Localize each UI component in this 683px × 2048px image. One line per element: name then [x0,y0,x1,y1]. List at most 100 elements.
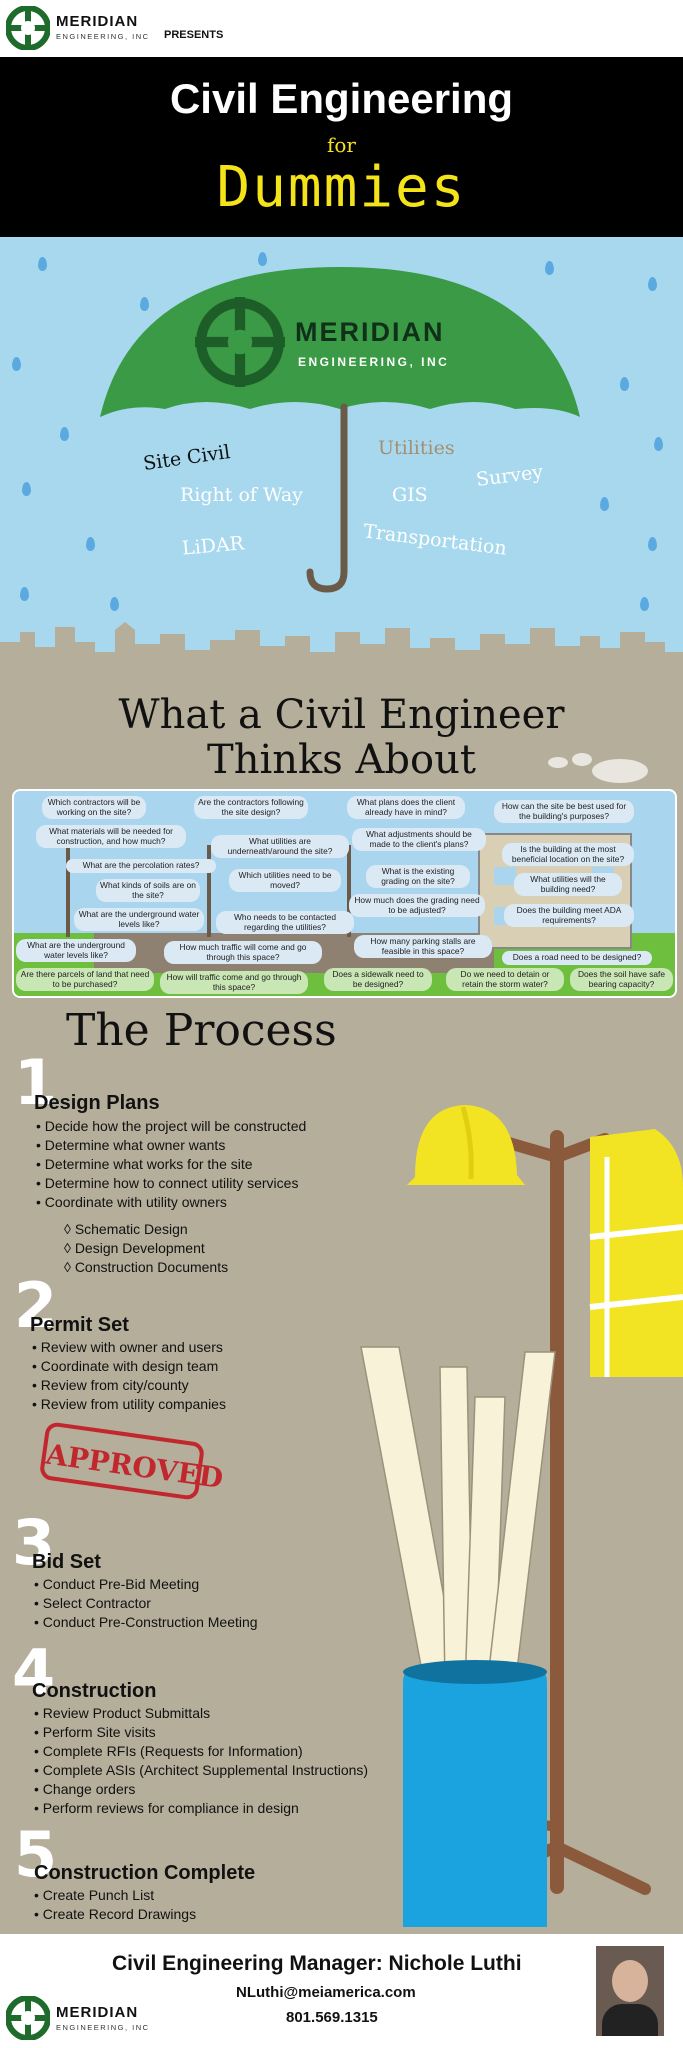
thinks-title-line2: Thinks About [207,737,476,783]
step-2-item: Review with owner and users [32,1338,226,1357]
contact-photo [596,1946,664,2036]
raindrop [22,482,31,496]
meridian-logo-icon [6,6,50,50]
diagram-pole [207,845,211,937]
step-1-item: Determine how to connect utility service… [36,1174,306,1193]
raindrop [545,261,554,275]
raindrop [20,587,29,601]
raindrop [648,277,657,291]
step-2-item: Review from utility companies [32,1395,226,1414]
step-5-item: Create Punch List [34,1886,196,1905]
ground-section: What a Civil Engineer Thinks About Which… [0,667,683,1934]
meridian-logo-icon [6,1996,50,2040]
footer-logo[interactable]: MERIDIAN ENGINEERING, INC [6,1996,166,2042]
question-bubble: Who needs to be contacted regarding the … [216,911,354,934]
step-1-title: Design Plans [34,1092,160,1114]
question-bubble: What are the underground water levels li… [16,939,136,962]
raindrop [38,257,47,271]
question-bubble: How much traffic will come and go throug… [164,941,322,964]
question-bubble: Which contractors will be working on the… [42,796,146,819]
service-gis: GIS [392,484,428,506]
step-3-number: 3 [12,1506,56,1579]
question-bubble: What plans does the client already have … [347,796,465,819]
thought-bubble [572,753,592,766]
step-4-list: Review Product Submittals Perform Site v… [34,1704,368,1818]
approved-stamp: APPROVED [38,1421,225,1501]
question-bubble: How will traffic come and go through thi… [160,971,308,994]
question-bubble: What is the existing grading on the site… [366,865,470,888]
step-5-list: Create Punch List Create Record Drawings [34,1886,196,1924]
header-logo-name: MERIDIAN [56,13,139,30]
contact-phone[interactable]: 801.569.1315 [286,2009,378,2026]
question-bubble: Which utilities need to be moved? [229,869,341,892]
step-4-number: 4 [12,1636,56,1709]
process-title: The Process [66,1005,337,1056]
title-band: Civil Engineering for Dummies [0,57,683,237]
step-1-number: 1 [14,1046,58,1119]
question-bubble: How can the site be best used for the bu… [494,800,634,823]
umbrella-logo-name: MERIDIAN [295,317,445,347]
question-bubble: How much does the grading need to be adj… [349,894,485,917]
footer: Civil Engineering Manager: Nichole Luthi… [0,1934,683,2048]
question-bubble: Does the building meet ADA requirements? [504,904,634,927]
header-logo[interactable]: MERIDIAN ENGINEERING, INC [6,6,156,50]
umbrella-logo-sub: ENGINEERING, INC [298,355,450,369]
thinks-title-line1: What a Civil Engineer [118,692,565,738]
question-bubble: What kinds of soils are on the site? [96,879,200,902]
step-2-list: Review with owner and users Coordinate w… [32,1338,226,1414]
step-3-list: Conduct Pre-Bid Meeting Select Contracto… [34,1575,258,1632]
step-3-title: Bid Set [32,1551,101,1573]
title-line2: for [326,133,356,157]
raindrop [654,437,663,451]
raindrop [12,357,21,371]
question-bubble: What materials will be needed for constr… [36,825,186,848]
raindrop [140,297,149,311]
step-4-item: Perform reviews for compliance in design [34,1799,368,1818]
step-1-subitem: Schematic Design [64,1220,228,1239]
step-4-item: Change orders [34,1780,368,1799]
step-2-title: Permit Set [30,1314,129,1336]
service-utilities: Utilities [378,437,455,459]
meridian-logo-icon [195,297,285,387]
footer-logo-name: MERIDIAN [56,2004,139,2021]
question-bubble: What utilities will the building need? [514,873,622,896]
step-2-item: Review from city/county [32,1376,226,1395]
raindrop [86,537,95,551]
presents-label: PRESENTS [164,29,224,41]
raindrop [600,497,609,511]
question-bubble: Are the contractors following the site d… [194,796,308,819]
question-bubble: What utilities are underneath/around the… [211,835,349,858]
step-4-title: Construction [32,1680,157,1702]
question-bubble: What are the underground water levels li… [74,908,204,931]
question-bubble: Does a road need to be designed? [502,951,652,965]
step-3-item: Conduct Pre-Construction Meeting [34,1613,258,1632]
step-3-item: Conduct Pre-Bid Meeting [34,1575,258,1594]
step-4-item: Review Product Submittals [34,1704,368,1723]
raindrop [620,377,629,391]
question-bubble: What are the percolation rates? [66,859,216,873]
avatar-shirt [602,2004,658,2036]
title-line3: Dummies [216,155,467,220]
step-4-item: Complete RFIs (Requests for Information) [34,1742,368,1761]
raindrop [648,537,657,551]
thought-bubble [548,757,568,768]
step-1-sublist: Schematic Design Design Development Cons… [64,1220,228,1277]
step-5-number: 5 [14,1818,58,1891]
step-1-subitem: Design Development [64,1239,228,1258]
header-bar: MERIDIAN ENGINEERING, INC PRESENTS [0,0,683,57]
step-1-subitem: Construction Documents [64,1258,228,1277]
step-1-item: Coordinate with utility owners [36,1193,306,1212]
step-1-item: Determine what works for the site [36,1155,306,1174]
process-illustration [360,1105,683,1927]
question-bubble: Does a sidewalk need to be designed? [324,968,432,991]
step-1-item: Decide how the project will be construct… [36,1117,306,1136]
raindrop [640,597,649,611]
diagram-pole [66,845,70,937]
umbrella-logo: MERIDIAN ENGINEERING, INC [195,297,495,392]
question-bubble: Is the building at the most beneficial l… [502,843,634,866]
step-5-item: Create Record Drawings [34,1905,196,1924]
contact-email[interactable]: NLuthi@meiamerica.com [236,1984,416,2001]
question-bubble: How many parking stalls are feasible in … [354,935,492,958]
title-line1: Civil Engineering [169,75,514,122]
question-bubble: Does the soil have safe bearing capacity… [570,968,673,991]
